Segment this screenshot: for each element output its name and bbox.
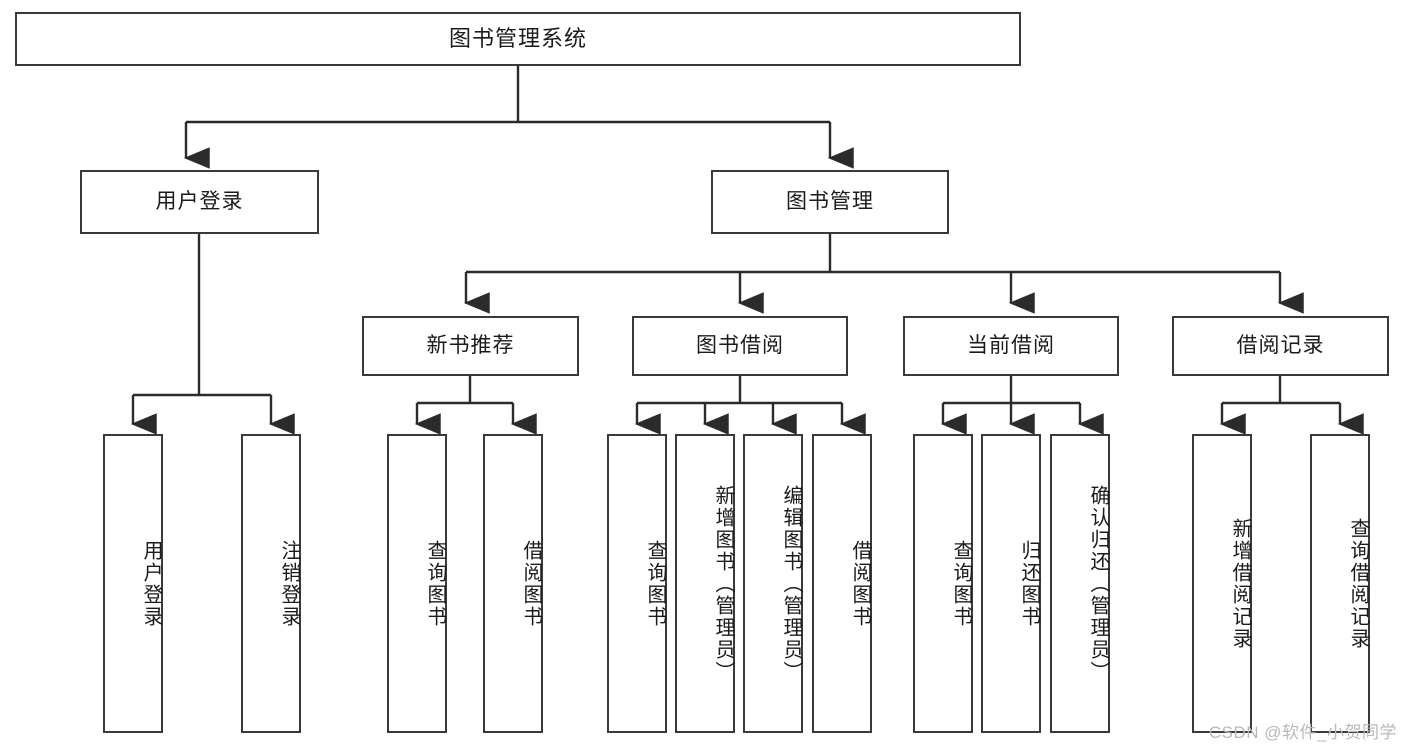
node-label: 借阅记录 bbox=[1236, 334, 1325, 358]
node-label: 新增借阅记录 bbox=[1229, 517, 1251, 650]
leaf-query-book-2[interactable]: 查询图书 bbox=[607, 434, 667, 733]
node-label: 图书管理系统 bbox=[448, 25, 587, 51]
node-label: 查询图书 bbox=[950, 539, 972, 628]
node-label: 新书推荐 bbox=[426, 334, 515, 358]
leaf-edit-book[interactable]: 编辑图书（管理员） bbox=[743, 434, 803, 733]
node-label: 注销登录 bbox=[278, 539, 300, 628]
node-label: 当前借阅 bbox=[967, 334, 1055, 358]
node-label: 编辑图书（管理员） bbox=[780, 484, 802, 683]
node-label: 归还图书 bbox=[1018, 539, 1040, 628]
leaf-user-logout[interactable]: 注销登录 bbox=[241, 434, 301, 733]
node-book-manage[interactable]: 图书管理 bbox=[711, 170, 949, 234]
csdn-watermark: CSDN @软件_小贺同学 bbox=[1208, 723, 1397, 742]
leaf-return-book[interactable]: 归还图书 bbox=[981, 434, 1041, 733]
leaf-confirm-return[interactable]: 确认归还（管理员） bbox=[1050, 434, 1110, 733]
node-book-borrow[interactable]: 图书借阅 bbox=[632, 316, 848, 376]
leaf-borrow-book-1[interactable]: 借阅图书 bbox=[483, 434, 543, 733]
node-label: 借阅图书 bbox=[520, 539, 542, 628]
node-label: 图书借阅 bbox=[696, 334, 784, 358]
leaf-query-record[interactable]: 查询借阅记录 bbox=[1310, 434, 1370, 733]
node-label: 新增图书（管理员） bbox=[712, 484, 734, 683]
node-label: 用户登录 bbox=[155, 190, 244, 214]
node-user-login[interactable]: 用户登录 bbox=[80, 170, 319, 234]
leaf-query-book-3[interactable]: 查询图书 bbox=[913, 434, 973, 733]
leaf-add-record[interactable]: 新增借阅记录 bbox=[1192, 434, 1252, 733]
node-label: 图书管理 bbox=[786, 190, 874, 214]
node-label: 借阅图书 bbox=[849, 539, 871, 628]
node-root-system[interactable]: 图书管理系统 bbox=[15, 12, 1021, 66]
node-label: 用户登录 bbox=[140, 539, 162, 628]
leaf-user-login[interactable]: 用户登录 bbox=[103, 434, 163, 733]
leaf-borrow-book-2[interactable]: 借阅图书 bbox=[812, 434, 872, 733]
node-new-book-recommend[interactable]: 新书推荐 bbox=[362, 316, 579, 376]
node-label: 确认归还（管理员） bbox=[1087, 484, 1109, 683]
node-label: 查询借阅记录 bbox=[1347, 517, 1369, 650]
node-current-borrow[interactable]: 当前借阅 bbox=[903, 316, 1119, 376]
node-label: 查询图书 bbox=[424, 539, 446, 628]
leaf-add-book[interactable]: 新增图书（管理员） bbox=[675, 434, 735, 733]
leaf-query-book-1[interactable]: 查询图书 bbox=[387, 434, 447, 733]
node-borrow-record[interactable]: 借阅记录 bbox=[1172, 316, 1389, 376]
node-label: 查询图书 bbox=[644, 539, 666, 628]
